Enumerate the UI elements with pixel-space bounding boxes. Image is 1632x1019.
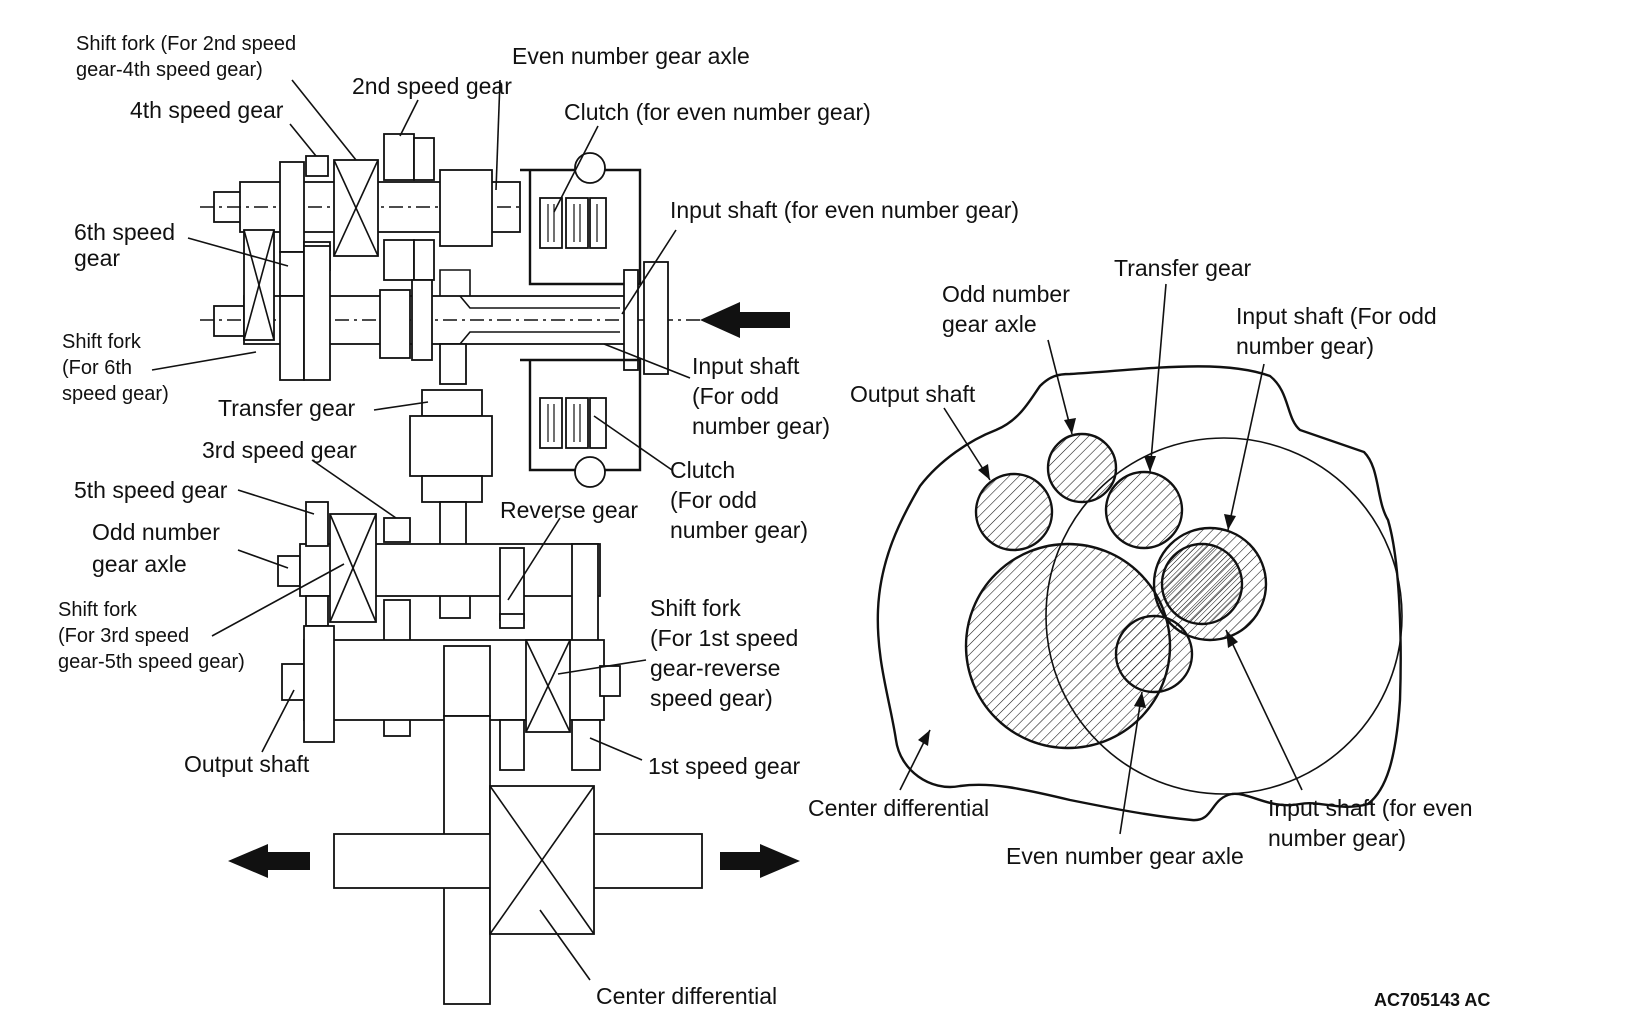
label-input-shaft-odd-l1: Input shaft [692, 353, 800, 379]
right-labels: Transfer gear Odd number gear axle Input… [808, 255, 1473, 869]
label-odd-gear-axle-l1: Odd number [92, 519, 220, 545]
label-output-shaft: Output shaft [184, 751, 310, 777]
clutch-odd-housing [520, 358, 642, 488]
label-gear-6th-l1: 6th speed [74, 219, 175, 245]
label-shift-fork-1-r-l4: speed gear) [650, 685, 773, 711]
output-shaft-circle [974, 472, 1054, 552]
reverse-gear [499, 547, 525, 621]
rlabel-input-shaft-odd-l2: number gear) [1236, 333, 1374, 359]
label-input-shaft-odd-l2: (For odd [692, 383, 779, 409]
label-clutch-odd-l3: number gear) [670, 517, 808, 543]
gear-1st [571, 719, 601, 771]
label-shift-fork-1-r-l3: gear-reverse [650, 655, 780, 681]
label-gear-5th: 5th speed gear [74, 477, 228, 503]
label-gear-1st: 1st speed gear [648, 753, 801, 779]
label-odd-gear-axle-l2: gear axle [92, 551, 187, 577]
label-input-shaft-odd-l3: number gear) [692, 413, 830, 439]
even-shaft-gears [279, 133, 493, 297]
rlabel-input-shaft-odd-l1: Input shaft (For odd [1236, 303, 1437, 329]
output-arrow-right [720, 844, 800, 878]
gear-4th [305, 155, 329, 177]
output-arrow-left [228, 844, 310, 878]
label-center-differential: Center differential [596, 983, 777, 1009]
odd-gear-axle-shaft [277, 501, 601, 737]
input-shaft-even-circle [1160, 542, 1244, 626]
rlabel-input-shaft-even-l2: number gear) [1268, 825, 1406, 851]
label-shift-fork-2-4-l2: gear-4th speed gear) [76, 59, 263, 81]
label-shift-fork-1-r-l2: (For 1st speed [650, 625, 798, 651]
gear-4th-drum [279, 161, 305, 253]
even-axle-gear [439, 169, 493, 247]
label-gear-2nd: 2nd speed gear [352, 73, 512, 99]
gear-6th [279, 251, 305, 297]
label-shift-fork-6-l1: Shift fork [62, 331, 142, 353]
rlabel-even-gear-axle: Even number gear axle [1006, 843, 1244, 869]
clutch-even-housing [520, 152, 642, 286]
label-reverse-gear: Reverse gear [500, 497, 638, 523]
rlabel-odd-gear-axle-l2: gear axle [942, 311, 1037, 337]
label-even-gear-axle: Even number gear axle [512, 43, 750, 69]
label-shift-fork-3-5-l1: Shift fork [58, 599, 138, 621]
label-shift-fork-6-l2: (For 6th [62, 357, 132, 379]
label-clutch-odd-l1: Clutch [670, 457, 735, 483]
label-input-shaft-even: Input shaft (for even number gear) [670, 197, 1019, 223]
left-labels: Shift fork (For 2nd speed gear-4th speed… [58, 33, 1019, 1009]
rlabel-output-shaft: Output shaft [850, 381, 976, 407]
bearing-even-top [574, 152, 606, 184]
label-gear-6th-l2: gear [74, 245, 120, 271]
label-clutch-odd-l2: (For odd [670, 487, 757, 513]
label-transfer-gear: Transfer gear [218, 395, 356, 421]
figure-code: AC705143 AC [1374, 990, 1490, 1010]
rlabel-transfer-gear: Transfer gear [1114, 255, 1252, 281]
odd-gear-axle-circle [1046, 432, 1118, 504]
output-shaft [281, 613, 621, 771]
label-shift-fork-6-l3: speed gear) [62, 383, 169, 405]
bearing-odd-bottom [574, 456, 606, 488]
label-gear-3rd: 3rd speed gear [202, 437, 357, 463]
label-shift-fork-1-r-l1: Shift fork [650, 595, 741, 621]
gear-train-schematic: Shift fork (For 2nd speed gear-4th speed… [58, 33, 1019, 1009]
gear-2nd [383, 133, 415, 181]
transfer-gear-circle [1104, 470, 1184, 550]
label-gear-4th: 4th speed gear [130, 97, 284, 123]
label-shift-fork-3-5-l2: (For 3rd speed [58, 625, 189, 647]
input-arrow [700, 302, 790, 338]
label-clutch-even: Clutch (for even number gear) [564, 99, 871, 125]
center-differential-assembly [228, 715, 800, 1005]
gear-5th [305, 501, 329, 547]
rlabel-input-shaft-even-l1: Input shaft (for even [1268, 795, 1473, 821]
rlabel-odd-gear-axle-l1: Odd number [942, 281, 1070, 307]
leader-lines-right [899, 283, 1303, 835]
gear-3rd [383, 517, 411, 543]
transmission-case-outline [876, 365, 1402, 822]
leader-lines-left [151, 79, 691, 981]
even-gear-axle-circle [1114, 614, 1194, 694]
label-shift-fork-2-4-l1: Shift fork (For 2nd speed [76, 33, 296, 55]
transfer-gear-stack [409, 343, 493, 619]
rlabel-center-differential: Center differential [808, 795, 989, 821]
cross-section-view: Transfer gear Odd number gear axle Input… [808, 255, 1473, 869]
label-shift-fork-3-5-l3: gear-5th speed gear) [58, 651, 245, 673]
